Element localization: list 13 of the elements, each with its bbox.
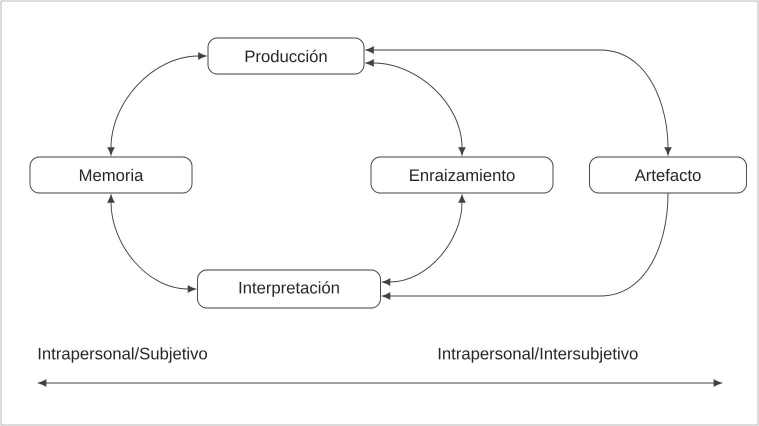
process-box: Producción xyxy=(208,38,364,74)
arrow xyxy=(382,193,668,300)
arrow xyxy=(107,194,196,293)
arrow xyxy=(107,52,206,156)
axis-label: Intrapersonal/Intersubjetivo xyxy=(438,347,638,363)
process-box: Enraizamiento xyxy=(370,156,554,194)
process-box: Memoria xyxy=(30,156,192,194)
process-box: Interpretación xyxy=(197,270,381,308)
process-box: Artefacto xyxy=(589,156,747,194)
arrow xyxy=(366,46,672,156)
arrow xyxy=(366,59,466,156)
axis-label: Intrapersonal/Subjetivo xyxy=(38,347,208,363)
arrow xyxy=(382,194,466,286)
